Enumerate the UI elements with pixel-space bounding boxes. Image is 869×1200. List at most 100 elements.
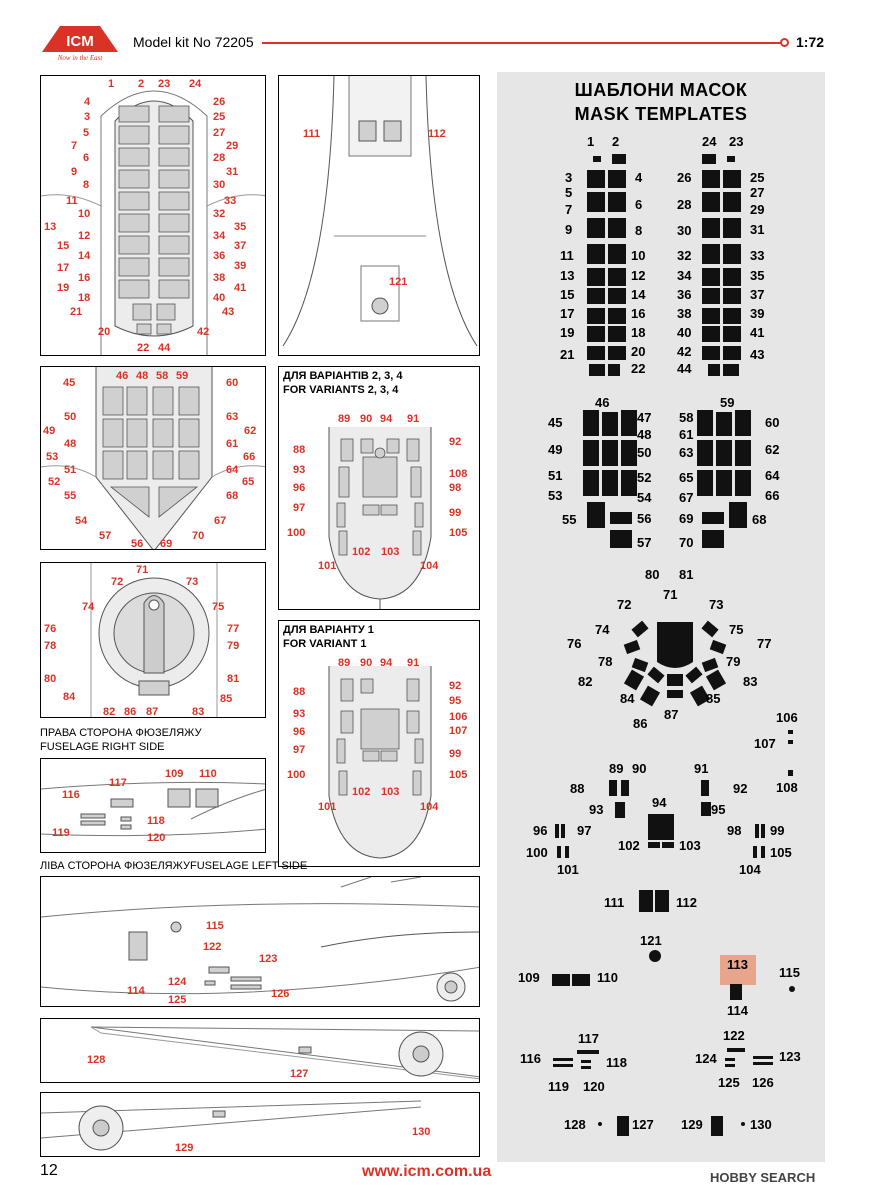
part-callout: 98 — [449, 482, 462, 494]
panel-nose-variant-1 — [278, 620, 480, 867]
part-callout: 17 — [57, 262, 70, 274]
part-callout: 65 — [242, 476, 255, 488]
mask-number: 123 — [779, 1049, 801, 1064]
part-callout: 51 — [64, 464, 77, 476]
mask-shape — [610, 512, 632, 524]
part-callout: 28 — [213, 152, 226, 164]
mask-shape — [702, 308, 720, 324]
part-callout: 32 — [213, 208, 226, 220]
mask-number: 50 — [637, 445, 652, 460]
mask-shape — [593, 156, 601, 162]
mask-number: 11 — [560, 248, 574, 263]
mask-shape — [608, 308, 626, 324]
mask-number: 74 — [595, 622, 610, 637]
mask-number: 26 — [677, 170, 692, 185]
mask-number: 94 — [652, 795, 667, 810]
website-link[interactable]: www.icm.com.ua — [362, 1163, 492, 1180]
mask-number: 46 — [595, 395, 610, 410]
part-callout: 121 — [389, 276, 408, 288]
mask-shape — [753, 1056, 773, 1059]
part-callout: 99 — [449, 507, 462, 519]
part-callout: 64 — [226, 464, 239, 476]
part-callout: 107 — [449, 725, 468, 737]
part-callout: 76 — [44, 623, 57, 635]
mask-shape — [716, 412, 732, 436]
part-callout: 61 — [226, 438, 239, 450]
part-callout: 119 — [52, 827, 70, 839]
mask-shape — [708, 364, 720, 376]
mask-shape — [725, 1064, 735, 1067]
mask-number: 15 — [560, 287, 575, 302]
mask-shape — [587, 288, 605, 304]
part-callout: 16 — [78, 272, 91, 284]
part-callout: 14 — [78, 250, 91, 262]
mask-number: 12 — [631, 268, 646, 283]
mask-number: 37 — [750, 287, 765, 302]
mask-number: 40 — [677, 325, 692, 340]
mask-number: 1 — [587, 134, 595, 149]
part-callout: 91 — [407, 657, 420, 669]
mask-shape — [648, 842, 660, 848]
mask-shape — [602, 470, 618, 496]
panel-dorsal-turret — [40, 562, 266, 718]
page-number: 12 — [40, 1162, 58, 1179]
mask-number: 24 — [702, 134, 717, 149]
mask-shape — [581, 1060, 591, 1063]
part-callout: 88 — [293, 686, 306, 698]
mask-number: 76 — [567, 636, 582, 651]
part-callout: 100 — [287, 769, 306, 781]
mask-shape — [723, 218, 741, 238]
mask-shape — [701, 802, 711, 816]
part-callout: 114 — [127, 985, 145, 997]
caption-variants-234-en: FOR VARIANTS 2, 3, 4 — [283, 384, 399, 396]
part-callout: 90 — [360, 657, 373, 669]
mask-number: 63 — [679, 445, 694, 460]
panel-rear-canopy — [40, 366, 266, 550]
mask-shape — [565, 846, 569, 858]
part-callout: 117 — [109, 777, 127, 789]
icm-logo: ICM Now in the East — [40, 22, 120, 62]
part-callout: 31 — [226, 166, 239, 178]
part-callout: 89 — [338, 657, 351, 669]
part-callout: 1 — [108, 78, 115, 90]
mask-number: 27 — [750, 185, 765, 200]
mask-number: 38 — [677, 306, 692, 321]
part-callout: 129 — [175, 1142, 194, 1154]
mask-shape — [788, 730, 793, 734]
mask-number: 35 — [750, 268, 765, 283]
mask-number: 124 — [695, 1051, 717, 1066]
mask-shape — [723, 170, 741, 188]
mask-number: 16 — [631, 306, 646, 321]
mask-number: 2 — [612, 134, 620, 149]
mask-shape — [789, 986, 795, 992]
part-callout: 79 — [227, 640, 240, 652]
mask-number: 36 — [677, 287, 692, 302]
mask-shape — [589, 364, 605, 376]
mask-shape — [577, 1050, 599, 1054]
mask-shape — [702, 170, 720, 188]
part-callout: 86 — [124, 706, 137, 718]
part-callout: 93 — [293, 708, 306, 720]
part-callout: 122 — [203, 941, 222, 953]
mask-number: 129 — [681, 1117, 703, 1132]
mask-number: 29 — [750, 202, 765, 217]
mask-shape — [725, 1058, 735, 1061]
part-callout: 127 — [290, 1068, 309, 1080]
mask-shape — [735, 470, 751, 496]
mask-shape — [602, 412, 618, 436]
part-callout: 68 — [226, 490, 239, 502]
part-callout: 2 — [138, 78, 145, 90]
mask-number: 126 — [752, 1075, 774, 1090]
mask-shape — [723, 288, 741, 304]
part-callout: 12 — [78, 230, 91, 242]
part-callout: 3 — [84, 111, 91, 123]
mask-shape — [711, 1116, 723, 1136]
mask-shape — [587, 244, 605, 264]
mask-shape — [608, 192, 626, 212]
logo-brand: ICM — [66, 33, 94, 50]
mask-shape — [662, 842, 674, 848]
mask-shape — [583, 440, 599, 466]
mask-number: 70 — [679, 535, 694, 550]
mask-shape — [608, 268, 626, 286]
mask-number: 23 — [729, 134, 744, 149]
